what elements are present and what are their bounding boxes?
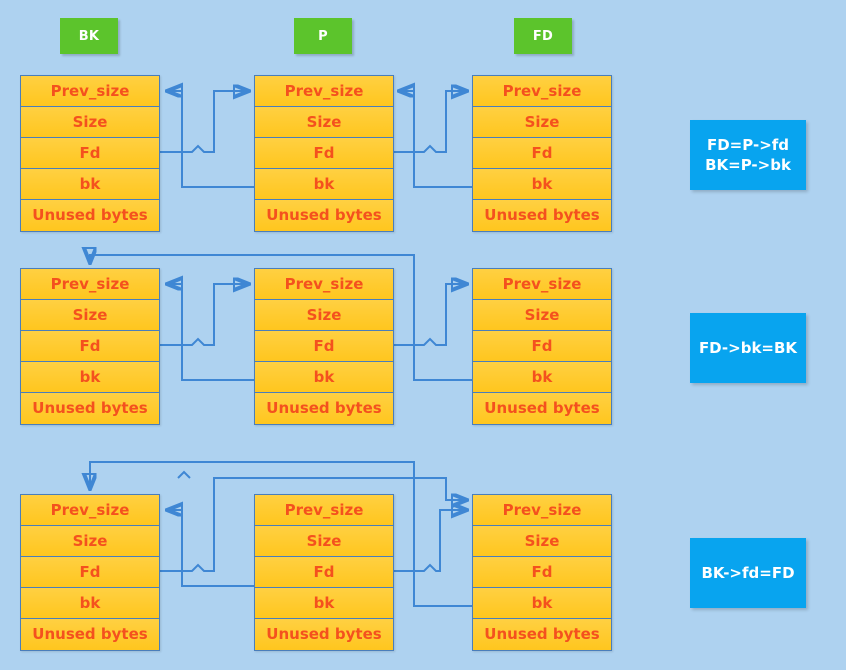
chunk-field-unused: Unused bytes — [255, 393, 393, 424]
chunk-field-size: Size — [21, 526, 159, 557]
chunk-field-unused: Unused bytes — [473, 619, 611, 650]
row1-fd-bk-to-p — [399, 91, 472, 188]
note-line: BK->fd=FD — [701, 563, 795, 582]
chunk-field-unused: Unused bytes — [255, 200, 393, 231]
chunk-field-fd: Fd — [473, 138, 611, 169]
chunk-field-prev-size: Prev_size — [473, 269, 611, 300]
chunk-field-fd: Fd — [21, 138, 159, 169]
chunk-field-size: Size — [255, 526, 393, 557]
row1-bk-fd-to-p — [160, 91, 249, 153]
pointer-label-fd: FD — [514, 18, 572, 54]
chunk-field-unused: Unused bytes — [255, 619, 393, 650]
chunk-field-unused: Unused bytes — [21, 393, 159, 424]
chunk-field-size: Size — [473, 300, 611, 331]
chunk-field-fd: Fd — [473, 331, 611, 362]
row1-p-fd-to-fd — [392, 91, 467, 153]
note-fd-bk-equals-bk: FD->bk=BK — [690, 313, 806, 383]
chunk-field-bk: bk — [21, 588, 159, 619]
chunk-field-bk: bk — [21, 362, 159, 393]
chunk-field-unused: Unused bytes — [473, 200, 611, 231]
chunk-field-prev-size: Prev_size — [21, 269, 159, 300]
chunk-row1-p: Prev_size Size Fd bk Unused bytes — [254, 75, 394, 232]
chunk-field-bk: bk — [473, 362, 611, 393]
chunk-field-size: Size — [255, 300, 393, 331]
note-assign-fd-bk: FD=P->fd BK=P->bk — [690, 120, 806, 190]
chunk-row1-bk: Prev_size Size Fd bk Unused bytes — [20, 75, 160, 232]
note-line: BK=P->bk — [705, 156, 791, 174]
chunk-row2-p: Prev_size Size Fd bk Unused bytes — [254, 268, 394, 425]
chunk-row2-fd: Prev_size Size Fd bk Unused bytes — [472, 268, 612, 425]
chunk-row3-p: Prev_size Size Fd bk Unused bytes — [254, 494, 394, 651]
chunk-field-prev-size: Prev_size — [473, 495, 611, 526]
chunk-field-size: Size — [255, 107, 393, 138]
chunk-field-prev-size: Prev_size — [21, 76, 159, 107]
chunk-field-fd: Fd — [21, 557, 159, 588]
chunk-field-bk: bk — [21, 169, 159, 200]
chunk-field-bk: bk — [473, 169, 611, 200]
pointer-label-bk-text: BK — [78, 28, 100, 44]
chunk-field-unused: Unused bytes — [473, 393, 611, 424]
row2-p-fd-to-fd — [392, 284, 467, 346]
chunk-row3-bk: Prev_size Size Fd bk Unused bytes — [20, 494, 160, 651]
row3-p-bk-to-bk — [167, 510, 254, 587]
chunk-field-bk: bk — [255, 588, 393, 619]
chunk-field-fd: Fd — [21, 331, 159, 362]
chunk-field-size: Size — [473, 107, 611, 138]
chunk-field-size: Size — [473, 526, 611, 557]
chunk-row3-fd: Prev_size Size Fd bk Unused bytes — [472, 494, 612, 651]
chunk-field-fd: Fd — [255, 557, 393, 588]
chunk-field-fd: Fd — [473, 557, 611, 588]
chunk-field-prev-size: Prev_size — [255, 76, 393, 107]
chunk-field-fd: Fd — [255, 138, 393, 169]
chunk-field-unused: Unused bytes — [21, 200, 159, 231]
row3-wire-hop — [177, 470, 191, 479]
chunk-field-prev-size: Prev_size — [255, 495, 393, 526]
pointer-label-fd-text: FD — [532, 28, 554, 44]
row3-p-fd-to-fd — [392, 510, 467, 572]
chunk-field-prev-size: Prev_size — [255, 269, 393, 300]
note-line: FD=P->fd — [706, 135, 790, 154]
row2-p-bk-to-bk — [167, 284, 254, 381]
pointer-label-bk: BK — [60, 18, 118, 54]
chunk-field-size: Size — [21, 107, 159, 138]
chunk-field-fd: Fd — [255, 331, 393, 362]
chunk-row1-fd: Prev_size Size Fd bk Unused bytes — [472, 75, 612, 232]
chunk-field-size: Size — [21, 300, 159, 331]
row2-bk-fd-to-p — [160, 284, 249, 346]
row1-p-bk-to-bk — [167, 91, 254, 188]
pointer-label-p: P — [294, 18, 352, 54]
chunk-field-bk: bk — [255, 362, 393, 393]
chunk-field-prev-size: Prev_size — [21, 495, 159, 526]
chunk-field-bk: bk — [255, 169, 393, 200]
note-bk-fd-equals-fd: BK->fd=FD — [690, 538, 806, 608]
pointer-label-p-text: P — [318, 28, 328, 44]
note-line: FD->bk=BK — [698, 338, 798, 357]
chunk-field-unused: Unused bytes — [21, 619, 159, 650]
chunk-row2-bk: Prev_size Size Fd bk Unused bytes — [20, 268, 160, 425]
chunk-field-prev-size: Prev_size — [473, 76, 611, 107]
chunk-field-bk: bk — [473, 588, 611, 619]
